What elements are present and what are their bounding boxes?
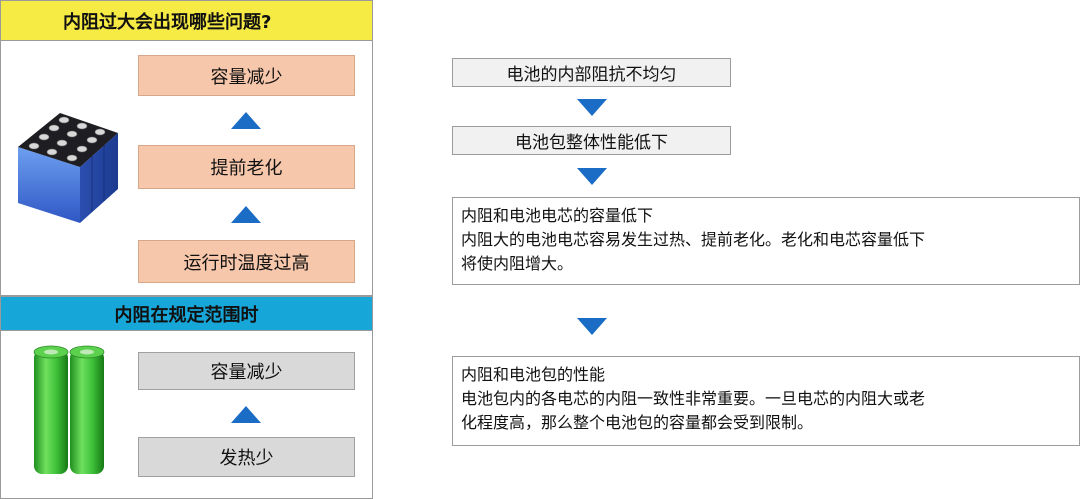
box-capacity-reduction: 容量减少 <box>138 55 355 96</box>
bottom-panel-title: 内阻在规定范围时 <box>1 297 372 331</box>
block-resistance-pack-title: 内阻和电池包的性能 <box>461 365 606 384</box>
block-resistance-capacity-line-1: 内阻大的电池电芯容易发生过热、提前老化。老化和电芯容量低下 <box>461 230 926 249</box>
up-arrow-icon <box>231 206 261 223</box>
block-resistance-capacity-line-2: 将使内阻增大。 <box>461 254 574 273</box>
up-arrow-icon <box>231 406 261 423</box>
top-panel: 内阻过大会出现哪些问题? <box>0 0 373 296</box>
block-resistance-capacity: 内阻和电池电芯的容量低下 内阻大的电池电芯容易发生过热、提前老化。老化和电芯容量… <box>452 197 1080 285</box>
top-panel-title: 内阻过大会出现哪些问题? <box>1 1 372 41</box>
down-arrow-icon <box>577 168 607 185</box>
cylindrical-battery-icon <box>33 345 105 474</box>
block-resistance-pack-line-1: 电池包内的各电芯的内阻一致性非常重要。一旦电芯的内阻大或老 <box>461 389 926 408</box>
down-arrow-icon <box>577 99 607 116</box>
block-resistance-pack-line-2: 化程度高，那么整个电池包的容量都会受到限制。 <box>461 413 814 432</box>
flow-uneven-impedance: 电池的内部阻抗不均匀 <box>452 58 731 87</box>
box-high-temperature: 运行时温度过高 <box>138 240 355 283</box>
box-capacity-reduction-normal: 容量减少 <box>138 352 355 390</box>
box-premature-aging: 提前老化 <box>138 145 355 189</box>
prismatic-battery-icon <box>18 113 118 223</box>
down-arrow-icon <box>577 318 607 335</box>
block-resistance-capacity-title: 内阻和电池电芯的容量低下 <box>461 206 654 225</box>
up-arrow-icon <box>231 112 261 129</box>
flow-pack-performance-low: 电池包整体性能低下 <box>452 126 731 155</box>
box-low-heat: 发热少 <box>138 437 355 477</box>
block-resistance-pack: 内阻和电池包的性能 电池包内的各电芯的内阻一致性非常重要。一旦电芯的内阻大或老 … <box>452 356 1080 446</box>
bottom-panel: 内阻在规定范围时 <box>0 296 373 499</box>
